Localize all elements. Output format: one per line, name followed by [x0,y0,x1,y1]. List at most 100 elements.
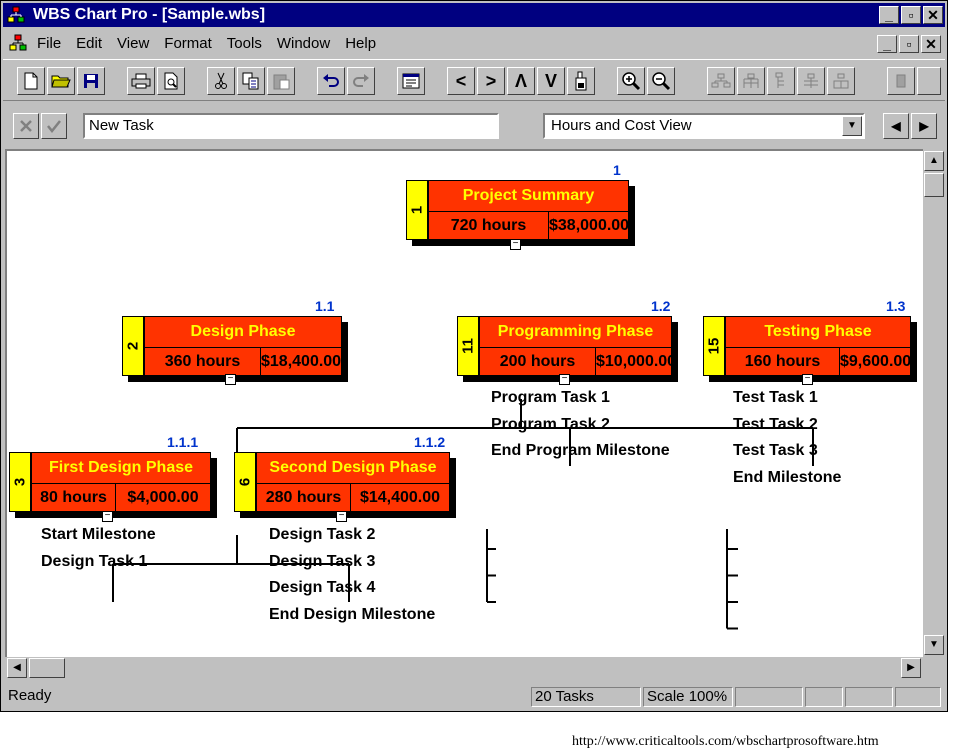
task-item[interactable]: Design Task 1 [41,552,148,570]
document-icon[interactable] [9,34,27,52]
layout-compact-icon[interactable] [827,67,855,95]
move-left-icon[interactable]: < [447,67,475,95]
title-bar[interactable]: WBS Chart Pro - [Sample.wbs] _ ▫ ✕ [3,3,945,27]
new-file-icon[interactable] [17,67,45,95]
horizontal-scrollbar[interactable]: ◀ ▶ [5,657,923,679]
task-item[interactable]: Design Task 2 [269,526,376,543]
doc-minimize-button[interactable]: _ [877,35,897,53]
redo-icon[interactable] [347,67,375,95]
status-panel-empty-3 [845,687,893,707]
node-number: 6 [234,452,256,512]
status-bar: Ready 20 Tasks Scale 100% [3,685,945,709]
node-number: 1 [406,180,428,240]
task-item[interactable]: End Milestone [733,468,842,486]
source-url: http://www.criticaltools.com/wbschartpro… [572,734,879,749]
chevron-down-icon[interactable]: ▼ [842,116,862,136]
open-folder-icon[interactable] [47,67,75,95]
cancel-edit-icon[interactable] [13,113,39,139]
scroll-up-arrow-icon[interactable]: ▲ [924,151,944,171]
node-cost: $14,400.00 [351,483,449,511]
scroll-right-arrow-icon[interactable]: ▶ [911,113,937,139]
layout-side-icon[interactable] [797,67,825,95]
task-item[interactable]: Test Task 2 [733,415,818,433]
task-name-input[interactable]: New Task [83,113,499,139]
task-item[interactable]: Program Task 1 [491,389,610,406]
node-cost: $38,000.00 [549,211,629,239]
hscroll-right-arrow-icon[interactable]: ▶ [901,658,921,678]
wbs-app-icon[interactable] [7,6,25,24]
hand-icon[interactable] [567,67,595,95]
layout-grid-icon[interactable] [737,67,765,95]
node-title: First Design Phase [48,459,194,476]
zoom-out-icon[interactable] [647,67,675,95]
menu-file[interactable]: File [37,35,62,52]
scroll-left-arrow-icon[interactable]: ◀ [883,113,909,139]
task-item[interactable]: Program Task 2 [491,415,610,433]
scroll-down-arrow-icon[interactable]: ▼ [924,635,944,655]
node-number: 11 [457,316,479,376]
paste-icon[interactable] [267,67,295,95]
undo-icon[interactable] [317,67,345,95]
toolbar-overflow-icon[interactable] [917,67,941,95]
properties-icon[interactable] [397,67,425,95]
node-cost: $9,600.00 [840,347,911,375]
doc-restore-button[interactable]: ▫ [899,35,919,53]
maximize-button[interactable]: ▫ [901,6,921,24]
task-item[interactable]: Test Task 3 [733,442,818,459]
menu-tools[interactable]: Tools [226,35,262,52]
confirm-edit-icon[interactable] [41,113,67,139]
vertical-scroll-thumb[interactable] [924,173,944,197]
node-hours: 280 hours [257,483,351,511]
status-panel-empty-4 [895,687,941,707]
collapse-toggle-second-design[interactable]: − [336,511,347,522]
zoom-in-icon[interactable] [617,67,645,95]
task-item[interactable]: Design Task 3 [269,552,376,570]
save-icon[interactable] [77,67,105,95]
collapse-toggle-testing[interactable]: − [802,374,813,385]
cut-icon[interactable] [207,67,235,95]
menu-window[interactable]: Window [276,35,331,52]
move-right-icon[interactable]: > [477,67,505,95]
wbs-code-second-design: 1.1.2 [414,434,446,450]
close-button[interactable]: ✕ [923,6,943,24]
view-select[interactable]: Hours and Cost View ▼ [543,113,865,139]
collapse-toggle-first-design[interactable]: − [102,511,113,522]
vertical-scrollbar[interactable]: ▲ ▼ [923,149,945,657]
print-preview-icon[interactable] [157,67,185,95]
node-cost: $18,400.00 [261,347,341,375]
minimize-button[interactable]: _ [879,6,899,24]
status-panel-empty-1 [735,687,803,707]
menu-edit[interactable]: Edit [76,35,103,52]
menu-bar: File Edit View Format Tools Window Help … [3,29,945,57]
horizontal-scroll-thumb[interactable] [29,658,65,678]
move-up-icon[interactable]: Λ [507,67,535,95]
task-item[interactable]: Design Task 4 [269,579,376,596]
menu-format[interactable]: Format [164,35,212,52]
collapse-toggle-design[interactable]: − [225,374,236,385]
menu-view[interactable]: View [117,35,150,52]
print-icon[interactable] [127,67,155,95]
task-item[interactable]: Start Milestone [41,526,156,543]
collapse-toggle-summary[interactable]: − [510,239,521,250]
move-down-icon[interactable]: V [537,67,565,95]
task-item[interactable]: End Program Milestone [491,442,670,459]
layout-extra-icon[interactable] [887,67,915,95]
collapse-toggle-programming[interactable]: − [559,374,570,385]
copy-icon[interactable] [237,67,265,95]
menu-help[interactable]: Help [345,35,377,52]
hscroll-left-arrow-icon[interactable]: ◀ [7,658,27,678]
task-item[interactable]: End Design Milestone [269,605,436,623]
layout-tree-icon[interactable] [707,67,735,95]
layout-vertical-icon[interactable] [767,67,795,95]
task-item[interactable]: Test Task 1 [733,389,818,406]
doc-close-button[interactable]: ✕ [921,35,941,53]
